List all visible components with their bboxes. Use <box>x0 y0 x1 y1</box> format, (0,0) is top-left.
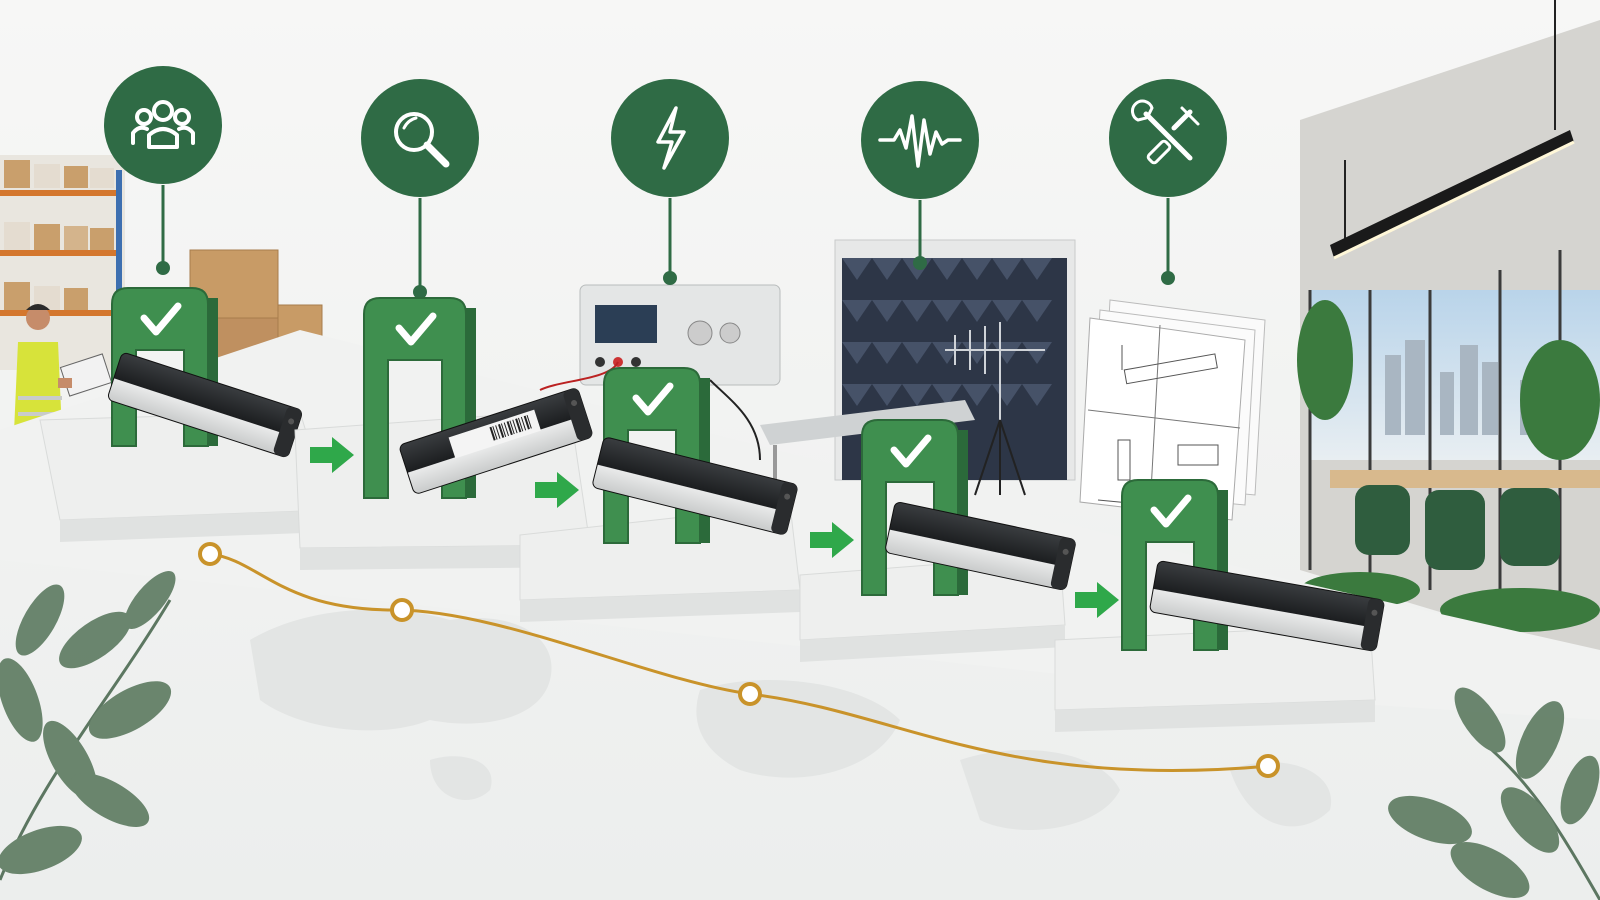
process-step <box>519 79 801 622</box>
pedestal-side <box>60 510 330 542</box>
office-scene <box>1297 0 1600 660</box>
process-step <box>39 66 331 542</box>
waypoint <box>390 598 414 622</box>
process-step <box>1054 79 1385 732</box>
shelving <box>0 160 122 370</box>
connector-dot <box>413 285 427 299</box>
antenna <box>945 322 1045 496</box>
light-fixture <box>592 437 798 535</box>
route-waypoints <box>198 542 1280 778</box>
light-fixture <box>399 388 593 494</box>
flow-arrow-icon <box>310 437 354 473</box>
pedestal-side <box>520 590 800 622</box>
checkmark-icon <box>890 434 932 468</box>
waypoint <box>198 542 222 566</box>
checkmark-icon <box>140 302 182 336</box>
flow-arrow-icon <box>810 522 854 558</box>
magnifier-icon <box>361 79 479 197</box>
connector-dot <box>913 256 927 270</box>
lightning-icon <box>611 79 729 197</box>
route-line <box>209 552 1271 773</box>
flow-arrow-icon <box>1075 582 1119 618</box>
checkmark-icon <box>1150 494 1192 528</box>
office-chairs <box>1355 485 1560 570</box>
pedestal-side <box>300 545 590 570</box>
waypoint <box>738 682 762 706</box>
waypoint <box>1256 754 1280 778</box>
tools-icon <box>1109 79 1227 197</box>
flow-arrow-icon <box>535 472 579 508</box>
pedestal-side <box>1055 700 1375 732</box>
connector-dot <box>1161 271 1175 285</box>
light-fixture <box>885 501 1076 591</box>
checkmark-icon <box>632 382 674 416</box>
office-table <box>1330 470 1600 488</box>
connector-dot <box>663 271 677 285</box>
instruction-sheets <box>1079 299 1266 521</box>
pendant-light <box>1330 0 1575 260</box>
leaf-branch-left <box>0 570 176 881</box>
process-steps <box>39 66 1385 732</box>
world-map <box>250 609 1332 830</box>
people-icon <box>104 66 222 184</box>
light-fixture <box>1149 560 1385 652</box>
approval-gate <box>363 297 476 499</box>
process-step <box>799 81 1076 662</box>
leaf-branch-right <box>1388 687 1600 900</box>
connector-dot <box>156 261 170 275</box>
checkmark-icon <box>395 312 437 346</box>
process-step <box>294 79 593 570</box>
waveform-icon <box>861 81 979 199</box>
pedestal-side <box>800 625 1065 662</box>
